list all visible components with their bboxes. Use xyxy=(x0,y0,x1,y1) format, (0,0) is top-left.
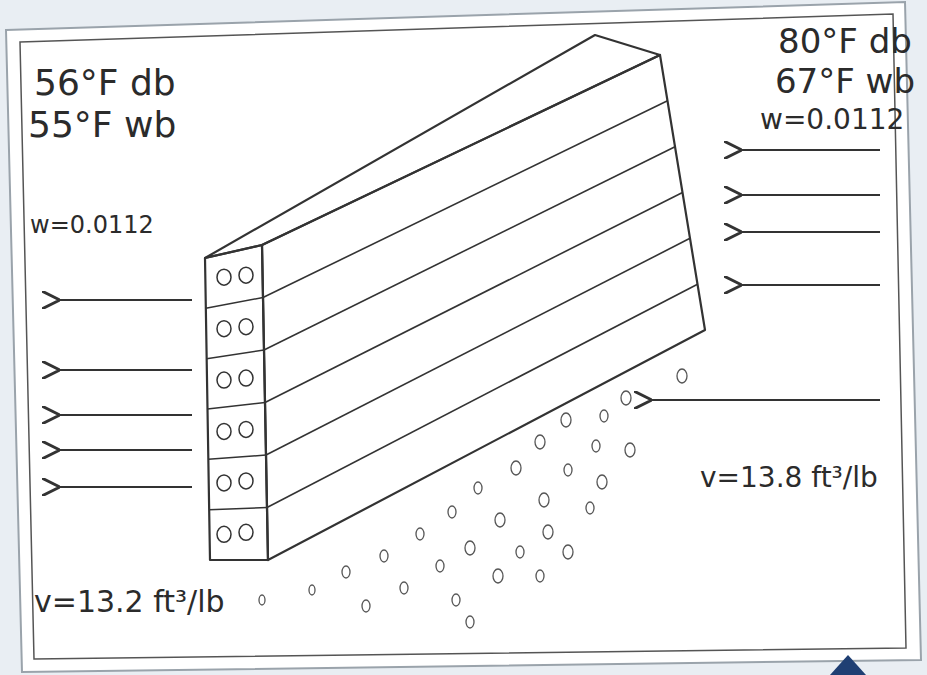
condensate-drop xyxy=(592,440,600,452)
condensate-drop xyxy=(516,546,524,558)
coil-tube xyxy=(217,372,231,388)
condensate-drop xyxy=(493,569,503,583)
outlet-arrow xyxy=(58,299,192,301)
condensate-drop xyxy=(621,391,631,405)
condensate-drop xyxy=(535,435,545,449)
coil-tube xyxy=(217,269,231,285)
condensate-drop xyxy=(474,482,482,494)
condensate-drop xyxy=(436,560,444,572)
state-label: v=13.8 ft³/lb xyxy=(700,462,878,494)
state-label: 80°F db xyxy=(778,22,912,61)
condensate-drop xyxy=(536,570,544,582)
coil-tube xyxy=(239,319,253,335)
coil-tube xyxy=(239,370,253,386)
coil-row-line xyxy=(265,193,683,403)
coil-row-line xyxy=(264,147,675,350)
condensate-drop xyxy=(597,475,607,489)
condensate-drop xyxy=(452,594,460,606)
condensate-drop xyxy=(495,513,505,527)
coil-front-face xyxy=(205,245,268,560)
coil-tube xyxy=(217,526,231,542)
coil-row-line xyxy=(263,101,668,298)
condensate-drop xyxy=(362,600,370,612)
condensate-drop xyxy=(543,525,553,539)
corner-emblem xyxy=(830,655,866,675)
coil-tube xyxy=(239,524,253,540)
condensate-drop xyxy=(625,443,635,457)
condensate-drop xyxy=(400,582,408,594)
condensate-drop xyxy=(380,550,388,562)
condensate-drop xyxy=(309,585,315,595)
coil-tubes xyxy=(206,267,267,542)
coil-top-face xyxy=(205,35,660,258)
coil-rows xyxy=(263,101,698,508)
state-label: 55°F wb xyxy=(28,104,176,145)
condensate-drop xyxy=(600,410,608,422)
outlet-arrow xyxy=(58,414,192,416)
state-label: 56°F db xyxy=(34,62,176,103)
state-label: v=13.2 ft³/lb xyxy=(34,585,225,620)
condensate-drop xyxy=(564,464,572,476)
condensate-drop xyxy=(342,566,350,578)
inlet-arrow xyxy=(740,194,880,196)
outlet-arrow xyxy=(58,369,192,371)
condensate-drop xyxy=(563,545,573,559)
paper-sheet xyxy=(6,2,921,672)
coil-cell-line xyxy=(208,455,266,459)
air-flow-arrows xyxy=(58,150,880,487)
coil-tube xyxy=(217,475,231,491)
condensate-drop xyxy=(586,502,594,514)
state-label: w=0.0112 xyxy=(30,212,154,240)
condensate-drops xyxy=(259,369,687,628)
condensate-drop xyxy=(466,616,474,628)
inlet-arrow xyxy=(650,399,880,401)
coil-row-line xyxy=(266,238,690,455)
coil-cell-line xyxy=(208,403,266,410)
coil-tube xyxy=(239,473,253,489)
state-label: w=0.0112 xyxy=(760,104,904,136)
coil-row-line xyxy=(267,284,698,507)
outlet-arrow xyxy=(58,449,192,451)
condensate-drop xyxy=(416,528,424,540)
coil-cell-line xyxy=(209,508,267,510)
coil-cell-line xyxy=(207,350,264,359)
inlet-arrow xyxy=(740,284,880,286)
coil-tube xyxy=(239,421,253,437)
condensate-drop xyxy=(259,595,265,605)
coil-tube xyxy=(239,267,253,283)
state-label: 67°F wb xyxy=(775,62,915,101)
condensate-drop xyxy=(561,413,571,427)
coil-side-face xyxy=(262,55,705,560)
condensate-drop xyxy=(511,461,521,475)
condensate-drop xyxy=(539,493,549,507)
condensate-drop xyxy=(677,369,687,383)
coil-cell-line xyxy=(206,298,263,309)
inlet-arrow xyxy=(740,149,880,151)
coil-tube xyxy=(217,423,231,439)
inlet-arrow xyxy=(740,231,880,233)
coil-box xyxy=(205,35,705,560)
condensate-drop xyxy=(465,541,475,555)
condensate-drop xyxy=(448,506,456,518)
outlet-arrow xyxy=(58,486,192,488)
frame-border xyxy=(20,14,906,659)
coil-tube xyxy=(217,321,231,337)
